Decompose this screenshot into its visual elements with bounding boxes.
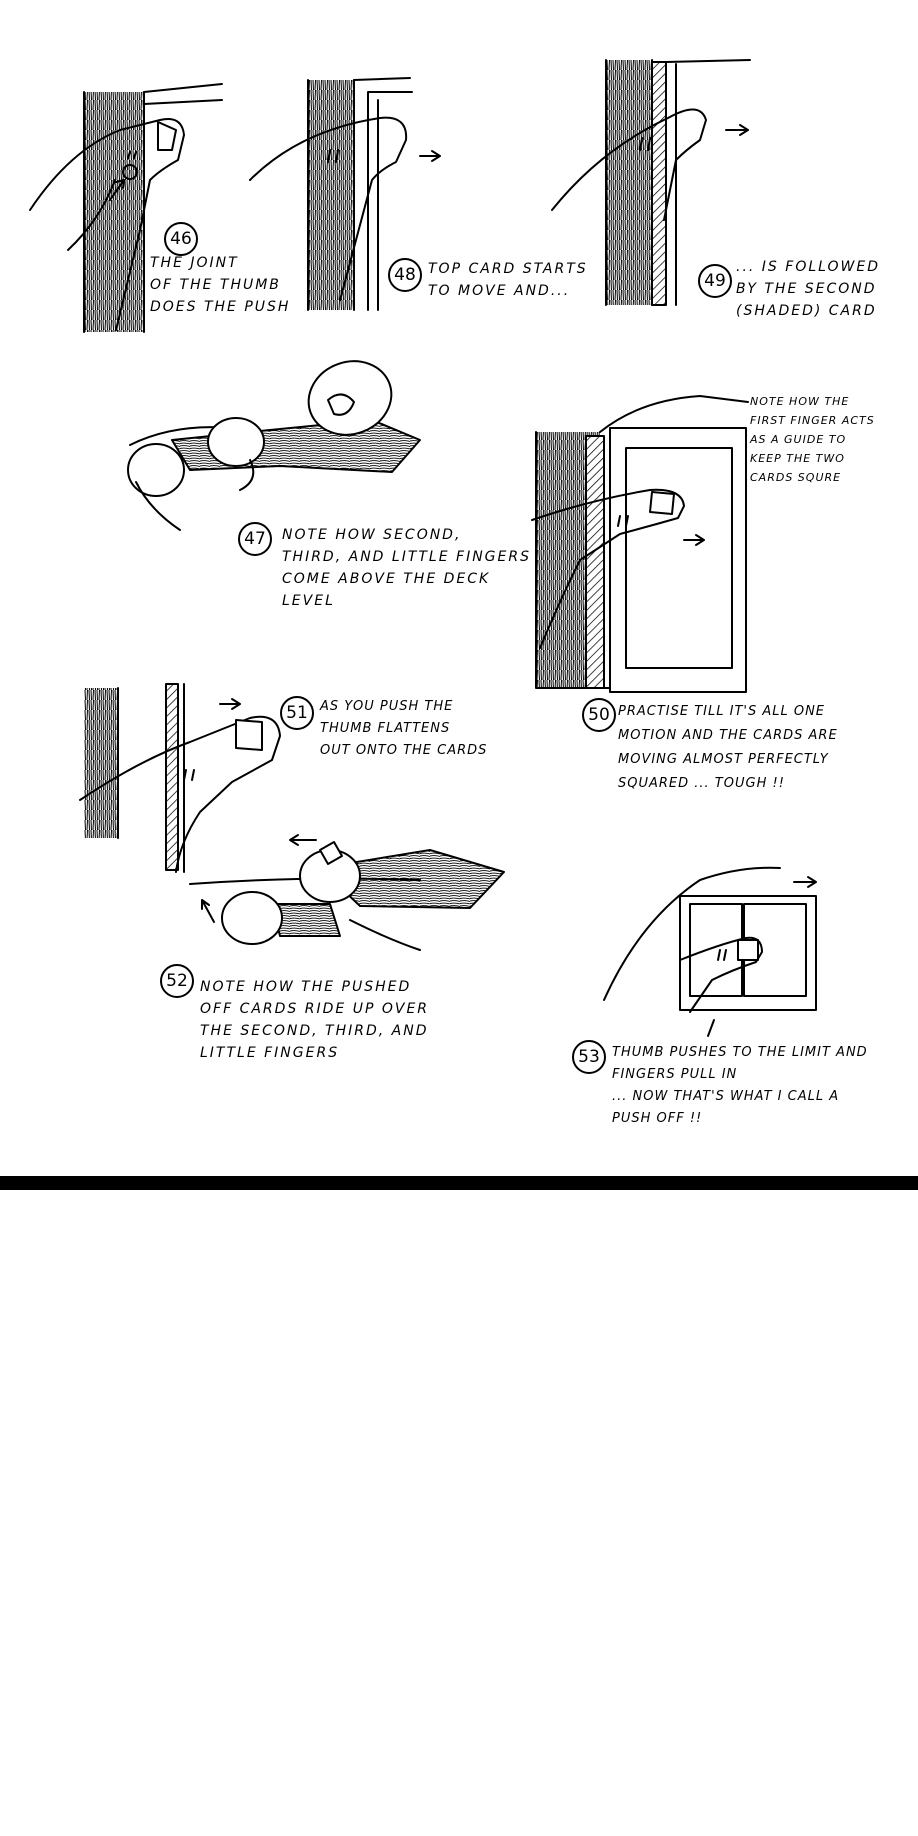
figure-number-49: 49	[698, 264, 732, 298]
figure-46-drawing	[29, 83, 223, 333]
page-divider	[0, 1176, 918, 1190]
figure-number-50: 50	[582, 698, 616, 732]
caption-50: PRACTISE TILL IT'S ALL ONE MOTION AND TH…	[618, 704, 838, 791]
illustrations	[29, 59, 817, 1037]
caption-47: NOTE HOW SECOND, THIRD, AND LITTLE FINGE…	[282, 527, 531, 609]
figure-number-48: 48	[388, 258, 422, 292]
figure-number-46: 46	[164, 222, 198, 256]
caption-51: AS YOU PUSH THE THUMB FLATTENS OUT ONTO …	[320, 699, 488, 758]
figure-47-drawing	[127, 360, 421, 531]
figure-52-drawing	[189, 834, 505, 951]
figure-49-drawing	[551, 59, 751, 306]
caption-49: ... IS FOLLOWED BY THE SECOND (SHADED) C…	[736, 259, 880, 319]
figure-48-drawing	[249, 77, 441, 311]
caption-46: THE JOINT OF THE THUMB DOES THE PUSH	[150, 255, 291, 315]
figure-number-53: 53	[572, 1040, 606, 1074]
figure-51-drawing	[79, 683, 281, 873]
caption-53: THUMB PUSHES TO THE LIMIT AND FINGERS PU…	[612, 1045, 868, 1126]
figure-number-51: 51	[280, 696, 314, 730]
figure-number-47: 47	[238, 522, 272, 556]
caption-first-finger-note: NOTE HOW THE FIRST FINGER ACTS AS A GUID…	[750, 395, 875, 484]
figure-53-drawing	[603, 866, 817, 1037]
caption-48: TOP CARD STARTS TO MOVE AND...	[428, 261, 588, 299]
figure-number-52: 52	[160, 964, 194, 998]
caption-52: NOTE HOW THE PUSHED OFF CARDS RIDE UP OV…	[200, 979, 430, 1061]
figure-50-drawing	[531, 395, 749, 693]
